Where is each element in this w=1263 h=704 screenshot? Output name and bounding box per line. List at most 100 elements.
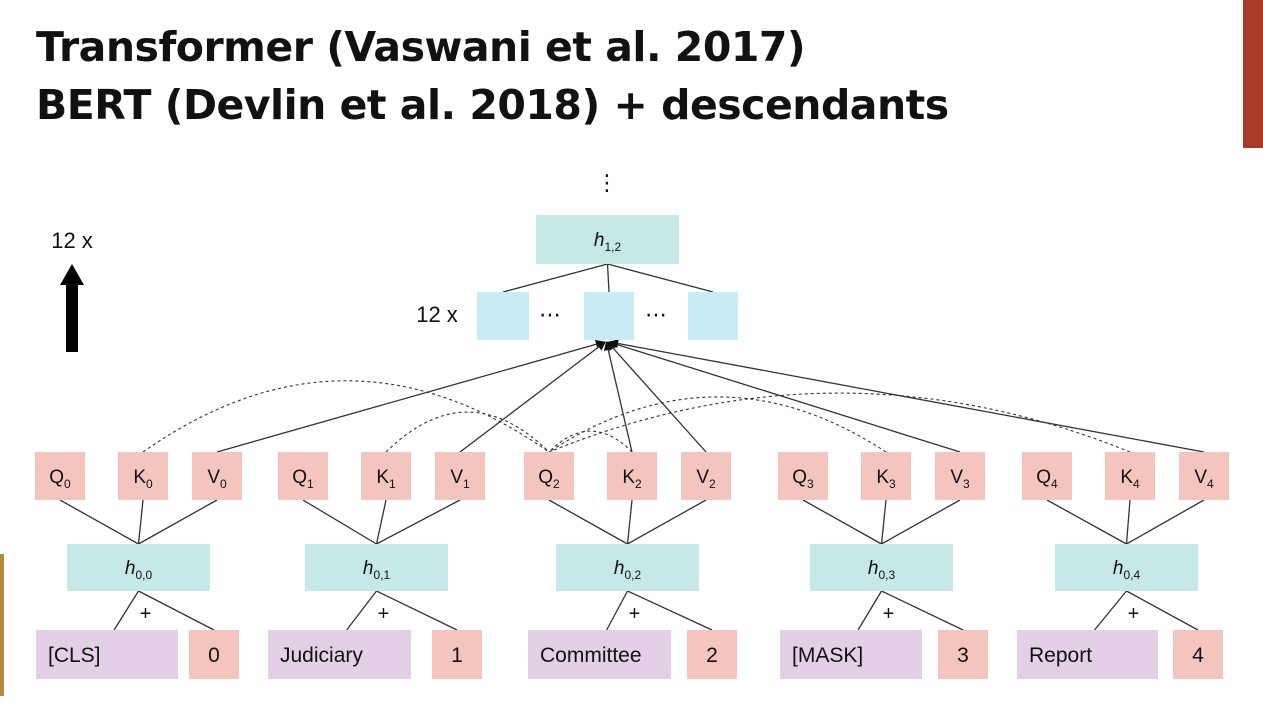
slide-title: Transformer (Vaswani et al. 2017) BERT (… xyxy=(36,18,949,134)
top-to-head-line-1 xyxy=(606,263,610,293)
hidden-node-label-4: h0,4 xyxy=(1113,558,1141,582)
attention-arrow-1 xyxy=(459,341,606,453)
dashed-attention-arc-0 xyxy=(142,380,550,453)
token-to-h-line-0 xyxy=(113,590,140,631)
hidden-node-box-2 xyxy=(556,544,699,591)
plus-sign-1: + xyxy=(378,603,390,625)
plus-sign-4: + xyxy=(1128,603,1140,625)
h-to-k-line-3 xyxy=(880,499,887,545)
h-to-v-line-1 xyxy=(376,499,461,545)
k-label-1: K1 xyxy=(376,467,396,491)
position-label-1: 1 xyxy=(451,644,463,667)
position-box-4 xyxy=(1173,630,1223,679)
position-label-4: 4 xyxy=(1192,644,1204,667)
hidden-node-label-1: h0,1 xyxy=(363,558,391,582)
v-label-3: V3 xyxy=(950,467,970,491)
k-box-4 xyxy=(1105,452,1155,500)
up-arrow-head xyxy=(60,264,84,285)
k-label-2: K2 xyxy=(622,467,642,491)
h-to-q-line-2 xyxy=(548,499,628,545)
hidden-node-box-3 xyxy=(810,544,953,591)
attention-arrow-3 xyxy=(606,341,707,453)
position-label-2: 2 xyxy=(706,644,718,667)
position-to-h-line-4 xyxy=(1126,590,1199,631)
v-box-1 xyxy=(435,452,485,500)
plus-sign-3: + xyxy=(883,603,895,625)
q-label-0: Q0 xyxy=(49,467,71,491)
q-label-4: Q4 xyxy=(1036,467,1058,491)
attention-arrow-4 xyxy=(607,340,961,453)
v-box-3 xyxy=(935,452,985,500)
h-to-v-line-0 xyxy=(138,499,218,545)
position-label-3: 3 xyxy=(957,644,969,667)
h-to-q-line-3 xyxy=(802,499,882,545)
vertical-dots: ⋮ xyxy=(596,170,618,195)
position-to-h-line-2 xyxy=(627,590,713,631)
dashed-attention-arc-3 xyxy=(548,396,887,453)
h-to-q-line-4 xyxy=(1046,499,1127,545)
q-box-0 xyxy=(35,452,85,500)
position-to-h-line-1 xyxy=(376,590,458,631)
token-label-3: [MASK] xyxy=(792,644,863,667)
position-box-1 xyxy=(432,630,482,679)
q-label-3: Q3 xyxy=(792,467,814,491)
q-box-2 xyxy=(524,452,574,500)
attention-head-box-2 xyxy=(688,292,738,340)
q-box-1 xyxy=(278,452,328,500)
repeat-label-heads: 12 x xyxy=(416,302,458,327)
top-hidden-node xyxy=(536,215,679,264)
token-label-2: Committee xyxy=(540,644,642,667)
hidden-node-label-0: h0,0 xyxy=(125,558,153,582)
top-to-head-line-0 xyxy=(502,263,608,293)
token-label-0: [CLS] xyxy=(48,644,101,667)
hidden-node-label-2: h0,2 xyxy=(614,558,642,582)
position-box-2 xyxy=(687,630,737,679)
hidden-node-box-4 xyxy=(1055,544,1198,591)
plus-sign-0: + xyxy=(140,603,152,625)
v-box-0 xyxy=(192,452,242,500)
attention-arrow-2 xyxy=(603,341,633,453)
v-label-0: V0 xyxy=(207,467,227,491)
k-box-3 xyxy=(861,452,911,500)
dashed-attention-arc-4 xyxy=(548,392,1131,453)
accent-bar xyxy=(1243,0,1263,148)
token-to-h-line-3 xyxy=(857,590,883,631)
token-to-h-line-4 xyxy=(1094,590,1128,631)
token-box-4 xyxy=(1017,630,1158,679)
side-accent xyxy=(0,554,4,696)
k-label-3: K3 xyxy=(876,467,896,491)
h-to-q-line-1 xyxy=(302,499,377,545)
ellipsis-left: ⋯ xyxy=(539,302,561,327)
token-label-4: Report xyxy=(1029,644,1092,667)
h-to-k-line-4 xyxy=(1125,499,1131,545)
h-to-v-line-2 xyxy=(627,499,707,545)
attention-arrow-5 xyxy=(609,339,1205,453)
position-to-h-line-0 xyxy=(138,590,215,631)
token-box-2 xyxy=(528,630,671,679)
q-box-3 xyxy=(778,452,828,500)
up-arrow-shaft xyxy=(66,282,78,352)
v-label-2: V2 xyxy=(696,467,716,491)
hidden-node-label-3: h0,3 xyxy=(868,558,896,582)
token-to-h-line-2 xyxy=(606,590,629,631)
top-hidden-node-label: h1,2 xyxy=(594,230,622,254)
token-to-h-line-1 xyxy=(346,590,378,631)
token-box-1 xyxy=(268,630,411,679)
v-box-2 xyxy=(681,452,731,500)
dashed-attention-arc-1 xyxy=(385,411,550,453)
k-label-4: K4 xyxy=(1120,467,1140,491)
plus-sign-2: + xyxy=(629,603,641,625)
top-to-head-line-2 xyxy=(607,263,714,293)
v-label-1: V1 xyxy=(450,467,470,491)
v-box-4 xyxy=(1179,452,1229,500)
k-box-2 xyxy=(607,452,657,500)
q-box-4 xyxy=(1022,452,1072,500)
position-to-h-line-3 xyxy=(881,590,964,631)
hidden-node-box-0 xyxy=(67,544,210,591)
attention-arrow-0 xyxy=(216,339,605,453)
title-line-1: Transformer (Vaswani et al. 2017) xyxy=(36,23,806,71)
k-label-0: K0 xyxy=(133,467,153,491)
h-to-v-line-3 xyxy=(881,499,961,545)
position-box-0 xyxy=(189,630,239,679)
h-to-k-line-2 xyxy=(626,499,633,545)
